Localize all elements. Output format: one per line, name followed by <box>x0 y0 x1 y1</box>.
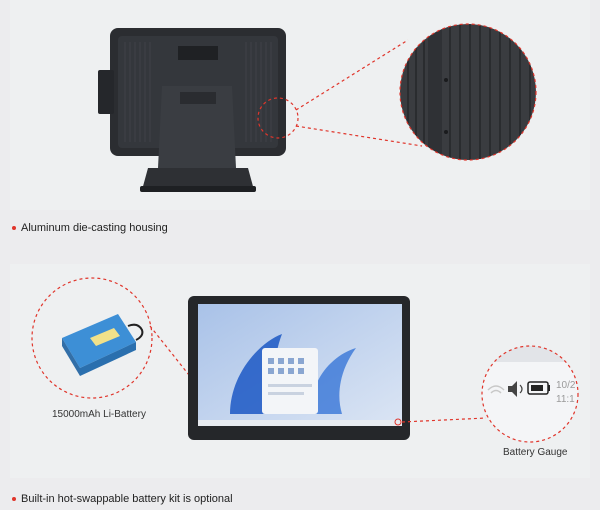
battery-detail-circle <box>31 277 153 399</box>
tray-time-line2: 11:1 <box>556 394 575 405</box>
feature-battery-text: Built-in hot-swappable battery kit is op… <box>21 493 233 505</box>
battery-gauge-zoom: 10/2 11:1 <box>482 346 578 442</box>
bullet-icon <box>12 226 16 230</box>
battery-gauge-label: Battery Gauge <box>503 447 568 458</box>
stand-base <box>142 168 254 190</box>
wifi-icon <box>487 385 505 394</box>
housing-panel <box>10 0 590 210</box>
housing-detail-zoom <box>400 24 536 160</box>
battery-illustration: 10/2 11:1 <box>31 277 579 443</box>
battery-pack <box>62 314 144 376</box>
battery-panel: 10/2 11:1 15000mAh Li-Battery Battery Ga… <box>10 264 590 478</box>
side-module <box>98 70 114 114</box>
taskbar <box>198 420 402 426</box>
feature-battery: Built-in hot-swappable battery kit is op… <box>12 493 233 505</box>
bullet-icon <box>12 497 16 501</box>
battery-gauge-icon <box>527 381 550 395</box>
start-menu <box>262 348 318 414</box>
stand <box>158 86 236 168</box>
feature-housing-text: Aluminum die-casting housing <box>21 222 168 234</box>
battery-capacity-label: 15000mAh Li-Battery <box>52 409 146 420</box>
detail-source-circle <box>257 97 299 139</box>
tray-time-line1: 10/2 <box>556 380 576 391</box>
speaker-icon <box>508 381 523 397</box>
pos-back-illustration <box>98 23 537 192</box>
feature-housing: Aluminum die-casting housing <box>12 222 168 234</box>
